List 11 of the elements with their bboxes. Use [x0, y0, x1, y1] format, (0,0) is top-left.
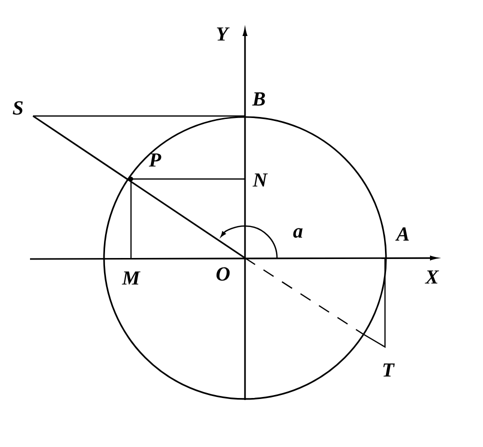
point-label: P [148, 153, 162, 167]
axis-label: Y [216, 27, 230, 41]
point-label: M [122, 271, 140, 285]
point-label: O [216, 267, 230, 281]
point-label: S [12, 101, 23, 115]
angle-label: a [293, 228, 303, 238]
point-label: N [252, 173, 268, 187]
point-label: A [395, 227, 409, 241]
axis-label: X [424, 270, 440, 284]
point-label: T [383, 363, 395, 377]
point-label: B [252, 92, 265, 106]
